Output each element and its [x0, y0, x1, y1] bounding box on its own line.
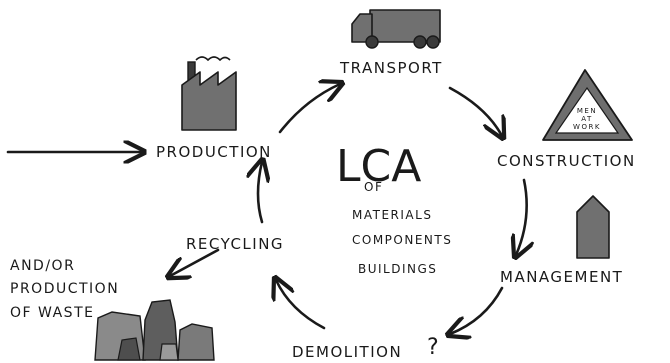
waste-pile-icon: [94, 299, 215, 361]
arrow-transport-construction: [448, 86, 502, 136]
waste-line-3: OF WASTE: [10, 305, 94, 321]
node-transport: TRANSPORT: [339, 59, 443, 77]
center-item-components: COMPONENTS: [352, 233, 452, 247]
arrow-construction-management: [516, 178, 527, 255]
arrow-production-transport: [278, 84, 340, 134]
node-production: PRODUCTION: [156, 143, 272, 161]
sign-line-3: WORK: [573, 123, 601, 131]
warning-sign-icon: MEN AT WORK: [542, 69, 633, 141]
center-of: OF: [364, 180, 383, 194]
sign-line-2: AT: [581, 115, 593, 123]
center-item-buildings: BUILDINGS: [358, 262, 437, 276]
node-recycling: RECYCLING: [186, 235, 284, 253]
arrow-management-demolition: [450, 286, 504, 334]
factory-icon: [181, 56, 237, 131]
house-icon: [576, 195, 610, 259]
truck-icon: [351, 9, 441, 49]
center-item-materials: MATERIALS: [352, 208, 432, 222]
waste-line-2: PRODUCTION: [10, 281, 119, 297]
arrow-recycling-production: [258, 162, 262, 224]
arrow-demolition-recycling: [276, 280, 326, 330]
node-demolition: DEMOLITION: [292, 343, 402, 361]
node-construction: CONSTRUCTION: [497, 152, 636, 170]
demolition-question-mark: ?: [427, 335, 440, 360]
arrow-recycling-waste: [170, 248, 220, 276]
sign-line-1: MEN: [577, 107, 597, 115]
waste-line-1: AND/OR: [10, 258, 75, 274]
center-title: LCA: [336, 141, 421, 192]
node-management: MANAGEMENT: [500, 268, 623, 286]
